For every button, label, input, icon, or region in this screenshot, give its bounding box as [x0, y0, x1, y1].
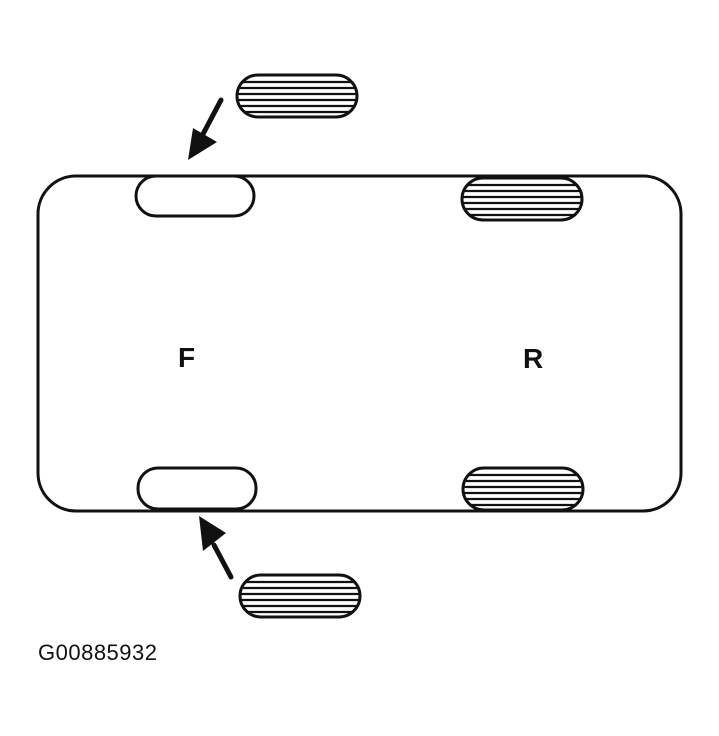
front-label: F — [178, 342, 195, 373]
arrow-down-icon — [188, 97, 224, 160]
front-left-wheel-slot-empty — [134, 174, 256, 218]
arrow-up-icon — [199, 516, 234, 580]
rear-label: R — [523, 343, 543, 374]
spare-tire-top — [235, 73, 359, 119]
front-right-wheel-slot-empty — [136, 466, 258, 511]
rear-right-tire — [461, 466, 585, 512]
spare-tire-bottom — [238, 573, 362, 619]
vehicle-body-outline — [36, 174, 683, 513]
rear-left-tire — [460, 176, 584, 222]
figure-id-caption: G00885932 — [38, 640, 158, 665]
